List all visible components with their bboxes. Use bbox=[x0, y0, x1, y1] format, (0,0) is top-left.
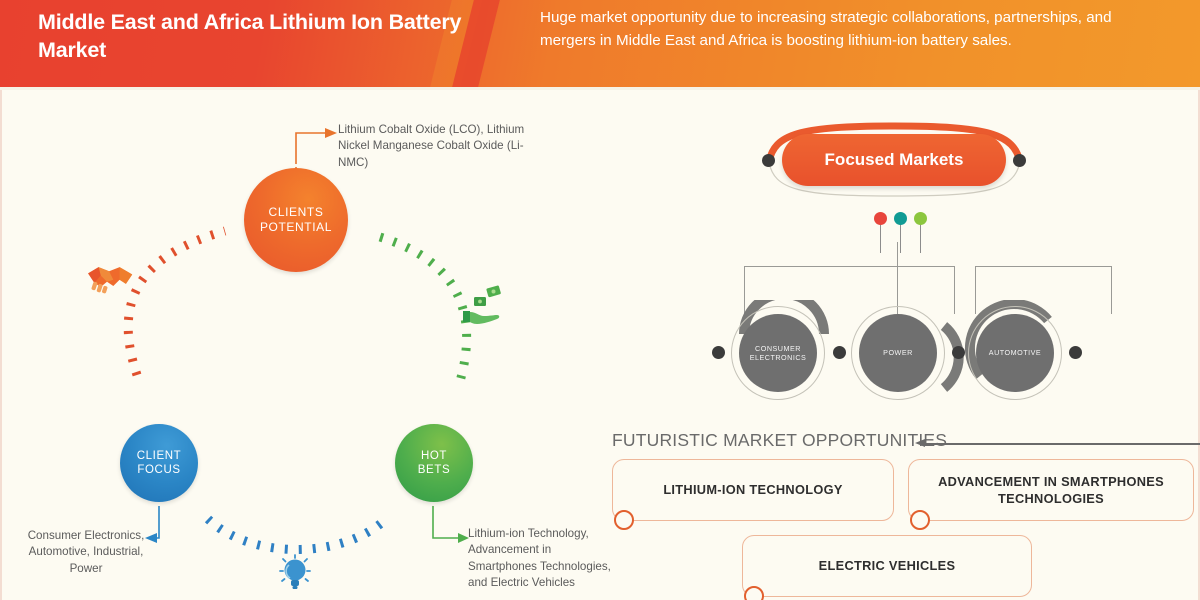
node-clients-potential[interactable]: CLIENTS POTENTIAL bbox=[244, 168, 348, 272]
focused-markets-arcs bbox=[765, 122, 1024, 197]
branch-line-vertical-left bbox=[744, 266, 746, 314]
focused-markets-dot-right bbox=[1013, 154, 1026, 167]
opportunity-knob-3 bbox=[744, 586, 764, 600]
opportunity-box-advancement-in-smartphones-technologies-label: ADVANCEMENT IN SMARTPHONES TECHNOLOGIES bbox=[938, 473, 1164, 506]
market-node-automotive-label: AUTOMOTIVE bbox=[988, 348, 1042, 358]
node-client-focus-label: CLIENT FOCUS bbox=[136, 449, 182, 476]
legend-dot-automotive bbox=[914, 212, 927, 225]
opportunity-knob-1 bbox=[614, 510, 634, 530]
node-client-focus[interactable]: CLIENT FOCUS bbox=[120, 424, 198, 502]
futuristic-arrow-head bbox=[915, 439, 925, 447]
branch-line-vertical-mid-right bbox=[975, 266, 977, 314]
market-ring-consumer-electronics bbox=[731, 306, 825, 400]
branch-line-horizontal-left bbox=[745, 266, 955, 268]
opportunity-box-electric-vehicles-label: ELECTRIC VEHICLES bbox=[818, 558, 956, 574]
node-hot-bets-label: HOT BETS bbox=[417, 449, 451, 476]
legend-stem-2 bbox=[899, 223, 902, 253]
opportunity-box-lithium-ion-technology-label: LITHIUM-ION TECHNOLOGY bbox=[663, 482, 843, 498]
branch-line-vertical-center bbox=[897, 242, 899, 314]
branch-line-vertical-right bbox=[1111, 266, 1113, 314]
market-ring-power bbox=[851, 306, 945, 400]
header-banner: Middle East and Africa Lithium Ion Batte… bbox=[0, 0, 1200, 90]
market-connector-dot-4 bbox=[1069, 346, 1082, 359]
focused-markets-header: Focused Markets bbox=[760, 122, 1030, 200]
market-legend-dots bbox=[874, 212, 928, 253]
futuristic-arrow-line bbox=[925, 443, 1200, 445]
node-clients-potential-label: CLIENTS POTENTIAL bbox=[259, 205, 333, 234]
futuristic-section-title: FUTURISTIC MARKET OPPORTUNITIES bbox=[612, 430, 948, 450]
market-connector-dot-3 bbox=[952, 346, 965, 359]
focused-markets-pill[interactable]: Focused Markets bbox=[782, 134, 1006, 186]
market-connector-dot-1 bbox=[712, 346, 725, 359]
header-divider bbox=[0, 87, 1200, 90]
market-node-consumer-electronics[interactable]: CONSUMER ELECTRONICS bbox=[739, 314, 817, 392]
note-client-focus: Consumer Electronics, Automotive, Indust… bbox=[27, 529, 145, 575]
legend-stem-1 bbox=[879, 223, 882, 253]
opportunity-knob-2 bbox=[910, 510, 930, 530]
page-title: Middle East and Africa Lithium Ion Batte… bbox=[38, 10, 462, 63]
legend-dot-power bbox=[894, 212, 907, 225]
focused-markets-arc-bottom bbox=[768, 161, 1021, 197]
opportunity-box-lithium-ion-technology[interactable]: LITHIUM-ION TECHNOLOGY bbox=[612, 459, 894, 521]
focused-markets-title: Focused Markets bbox=[824, 150, 964, 169]
focused-markets-dot-left bbox=[762, 154, 775, 167]
market-ring-automotive bbox=[968, 306, 1062, 400]
opportunity-box-electric-vehicles[interactable]: ELECTRIC VEHICLES bbox=[742, 535, 1032, 597]
market-node-consumer-electronics-label: CONSUMER ELECTRONICS bbox=[749, 343, 807, 362]
header-subtitle: Huge market opportunity due to increasin… bbox=[540, 9, 1112, 50]
legend-dot-consumer-electronics bbox=[874, 212, 887, 225]
focused-markets-arc-top bbox=[765, 122, 1024, 166]
note-clients-potential: Lithium Cobalt Oxide (LCO), Lithium Nick… bbox=[338, 123, 525, 169]
node-hot-bets[interactable]: HOT BETS bbox=[395, 424, 473, 502]
note-hot-bets: Lithium-ion Technology, Advancement in S… bbox=[468, 527, 611, 590]
market-connector-dot-2 bbox=[833, 346, 846, 359]
market-node-power[interactable]: POWER bbox=[859, 314, 937, 392]
branch-line-vertical-mid-left bbox=[954, 266, 956, 314]
branch-line-horizontal-right bbox=[975, 266, 1112, 268]
market-node-automotive[interactable]: AUTOMOTIVE bbox=[976, 314, 1054, 392]
legend-stem-3 bbox=[919, 223, 922, 253]
market-node-power-label: POWER bbox=[883, 348, 913, 358]
opportunity-box-advancement-in-smartphones-technologies[interactable]: ADVANCEMENT IN SMARTPHONES TECHNOLOGIES bbox=[908, 459, 1194, 521]
